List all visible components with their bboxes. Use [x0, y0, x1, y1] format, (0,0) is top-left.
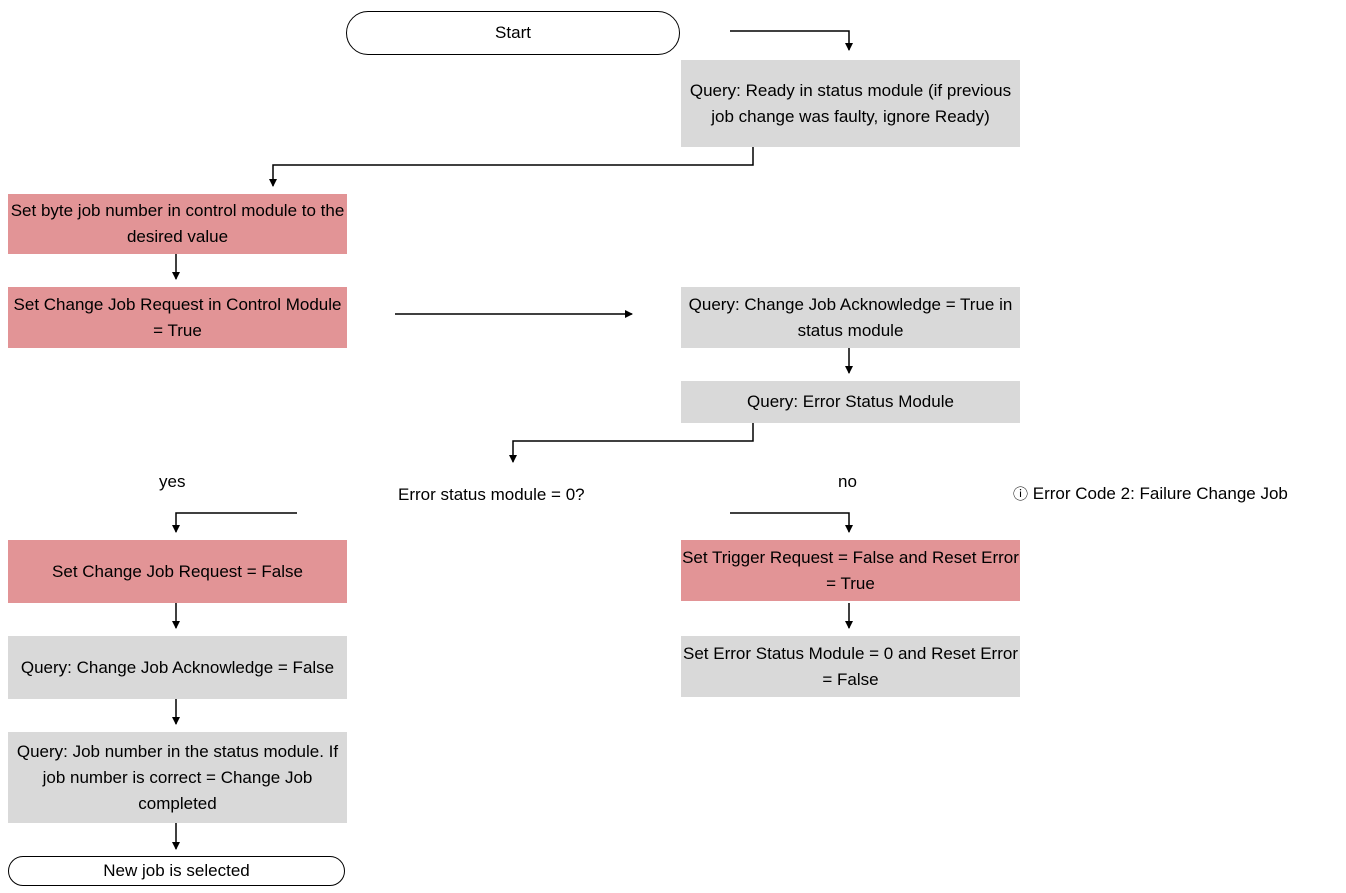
- set-request-false-label: Set Change Job Request = False: [52, 561, 303, 581]
- arrow-yes-branch: [172, 512, 297, 533]
- query-ready-box: Query: Ready in status module (if previo…: [681, 60, 1020, 147]
- arrow-query-error-to-decision: [509, 423, 754, 463]
- no-label: no: [838, 472, 857, 491]
- arrow-no-branch: [730, 512, 853, 533]
- set-job-number-box: Set byte job number in control module to…: [8, 194, 347, 254]
- query-error-status-label: Query: Error Status Module: [747, 392, 954, 411]
- set-request-false-box: Set Change Job Request = False: [8, 540, 347, 603]
- error-code-note: ⓘ Error Code 2: Failure Change Job: [1013, 481, 1313, 508]
- end-label: New job is selected: [103, 861, 250, 880]
- arrow-query-ready-to-set-job-number: [269, 147, 754, 187]
- set-error-zero-label: Set Error Status Module = 0 and Reset Er…: [683, 643, 1018, 689]
- yes-label: yes: [159, 472, 186, 491]
- query-ack-false-box: Query: Change Job Acknowledge = False: [8, 636, 347, 699]
- error-code-note-text: Error Code 2: Failure Change Job: [1032, 484, 1288, 503]
- start-label: Start: [495, 23, 531, 42]
- start-terminal: Start: [346, 11, 680, 55]
- query-ack-true-label: Query: Change Job Acknowledge = True in …: [688, 294, 1013, 340]
- query-job-number-label: Query: Job number in the status module. …: [16, 741, 339, 813]
- query-ack-true-box: Query: Change Job Acknowledge = True in …: [681, 287, 1020, 348]
- set-change-job-request-label: Set Change Job Request in Control Module…: [13, 294, 342, 340]
- set-job-number-label: Set byte job number in control module to…: [10, 201, 345, 246]
- query-ready-label: Query: Ready in status module (if previo…: [689, 80, 1012, 126]
- set-change-job-request-box: Set Change Job Request in Control Module…: [8, 287, 347, 348]
- query-ack-false-label: Query: Change Job Acknowledge = False: [20, 657, 335, 677]
- query-job-number-box: Query: Job number in the status module. …: [8, 732, 347, 823]
- set-trigger-false-label: Set Trigger Request = False and Reset Er…: [682, 547, 1019, 593]
- end-terminal: New job is selected: [8, 856, 345, 886]
- set-trigger-false-box: Set Trigger Request = False and Reset Er…: [681, 540, 1020, 601]
- info-circle-icon: ⓘ: [1013, 486, 1029, 503]
- query-error-status-box: Query: Error Status Module: [681, 381, 1020, 423]
- arrow-start-to-query-ready: [730, 30, 853, 51]
- decision-label: Error status module = 0?: [398, 485, 585, 504]
- set-error-zero-box: Set Error Status Module = 0 and Reset Er…: [681, 636, 1020, 697]
